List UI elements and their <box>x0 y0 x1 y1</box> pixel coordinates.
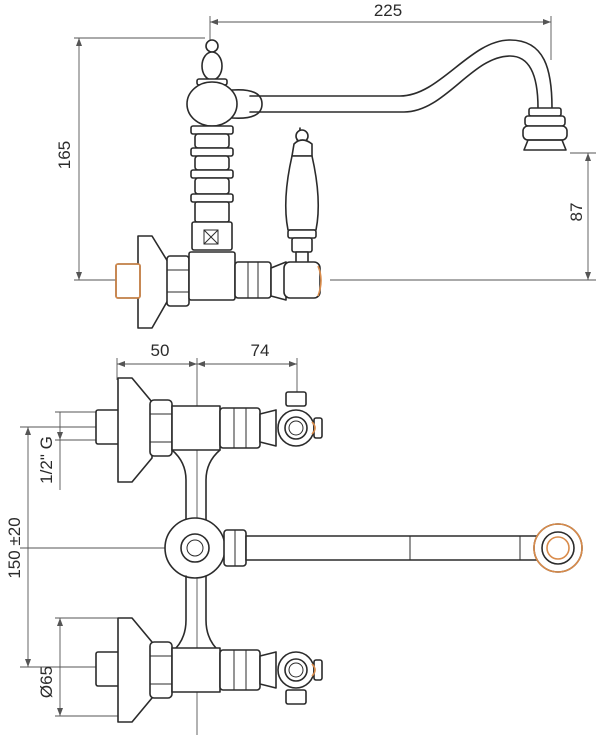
lower-inlet <box>95 617 323 723</box>
dimension-spout-height: 87 <box>330 152 596 281</box>
dimension-label-centers: 150 ±20 <box>5 517 24 578</box>
dimension-label-74: 74 <box>251 341 270 360</box>
dimension-top-width: 225 <box>209 1 552 60</box>
front-elevation: 50 74 150 ±20 1/2" G Ø6 <box>5 341 583 735</box>
spout <box>231 39 568 151</box>
spout-front <box>223 523 583 573</box>
dimension-label-165: 165 <box>55 141 74 169</box>
dimension-label-50: 50 <box>151 341 170 360</box>
wall-connection <box>115 235 287 329</box>
dimension-label-thread: 1/2" G <box>37 436 56 484</box>
dimension-label-87: 87 <box>567 203 586 222</box>
dimension-top-height: 165 <box>55 37 205 281</box>
lever-handle <box>283 127 322 299</box>
central-column <box>186 39 238 251</box>
dimension-centers: 150 ±20 <box>5 426 180 668</box>
side-elevation: 225 165 87 <box>55 1 596 329</box>
upper-inlet <box>95 377 323 483</box>
main-body <box>164 449 226 653</box>
dimension-thread: 1/2" G <box>37 411 98 490</box>
dimension-label-diameter: Ø65 <box>37 666 56 698</box>
dimension-label-225: 225 <box>374 1 402 20</box>
